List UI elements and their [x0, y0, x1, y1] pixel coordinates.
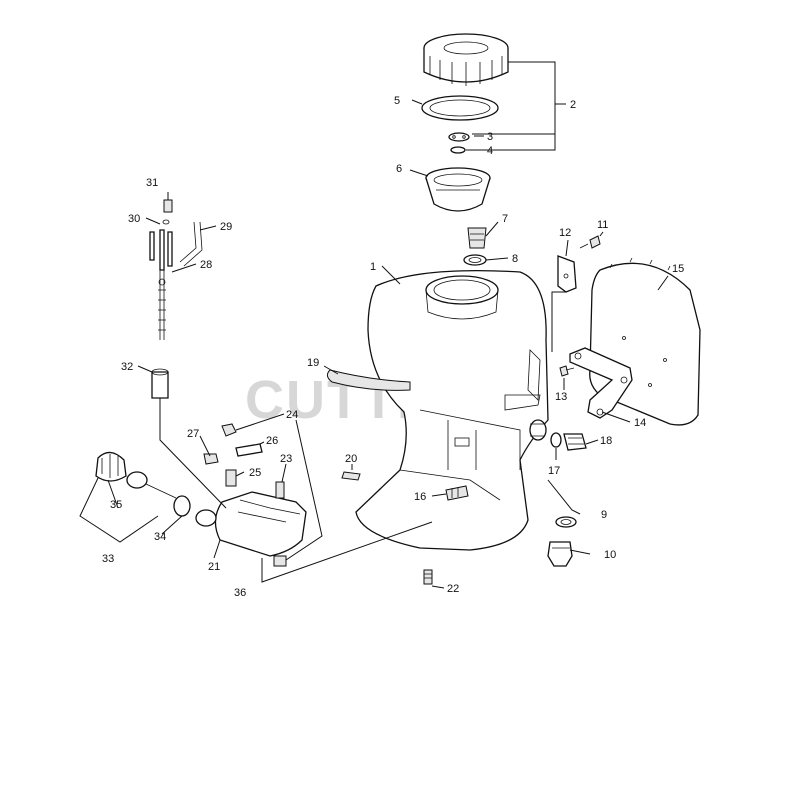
weight-32: [151, 368, 169, 399]
strainer-basket: [425, 167, 491, 212]
cap-gasket: [126, 471, 148, 489]
part-label-28: 28: [200, 259, 212, 271]
part-label-26: 26: [266, 435, 278, 447]
part-label-4: 4: [487, 145, 493, 157]
part-label-22: 22: [447, 583, 459, 595]
bracket-26: [235, 443, 263, 457]
part-label-33: 33: [102, 553, 114, 565]
part-label-23: 23: [280, 453, 292, 465]
part-label-2: 2: [570, 99, 576, 111]
filter: [467, 227, 487, 249]
bolt-27: [203, 453, 219, 465]
hose-assembly: [149, 199, 203, 340]
part-label-27: 27: [187, 428, 199, 440]
part-label-12: 12: [559, 227, 571, 239]
clip: [557, 255, 577, 293]
part-label-25: 25: [249, 467, 261, 479]
part-label-10: 10: [604, 549, 616, 561]
part-label-20: 20: [345, 453, 357, 465]
lid-washer: [450, 146, 466, 154]
plate-bracket: [569, 347, 633, 419]
part-labels: 1 2 3 4 5 6 7 8 9 10 11 12 13 14 15 16 1…: [102, 95, 684, 599]
part-label-1: 1: [370, 261, 376, 273]
outlet-fitting: [529, 419, 547, 441]
part-label-9: 9: [601, 509, 607, 521]
lid-gasket: [421, 95, 499, 121]
part-label-5: 5: [394, 95, 400, 107]
filter-ring: [463, 254, 487, 266]
lid-valve: [448, 132, 470, 142]
fuel-tank: [195, 491, 307, 557]
leader-lines: [79, 61, 669, 589]
bolt-22: [423, 569, 433, 585]
part-label-16: 16: [414, 491, 426, 503]
pad-20: [341, 471, 361, 481]
drain-valve-10: [547, 541, 573, 567]
part-label-18: 18: [600, 435, 612, 447]
part-label-21: 21: [208, 561, 220, 573]
screw-13: [559, 365, 575, 377]
bolt-16: [445, 485, 469, 501]
fuel-cap: [95, 451, 127, 482]
part-label-17: 17: [548, 465, 560, 477]
part-label-7: 7: [502, 213, 508, 225]
fitting-23: [275, 481, 285, 499]
part-label-11: 11: [597, 219, 608, 231]
part-label-13: 13: [555, 391, 567, 403]
o-ring-17: [550, 432, 562, 448]
drain-cap-18: [563, 433, 587, 451]
part-label-19: 19: [307, 357, 319, 369]
part-label-31: 31: [146, 177, 158, 189]
part-label-15: 15: [672, 263, 684, 275]
part-label-35: 35: [110, 499, 122, 511]
part-label-24: 24: [286, 409, 298, 421]
part-label-8: 8: [512, 253, 518, 265]
part-label-3: 3: [487, 131, 493, 143]
part-label-6: 6: [396, 163, 402, 175]
part-label-32: 32: [121, 361, 133, 373]
part-label-30: 30: [128, 213, 140, 225]
part-label-34: 34: [154, 531, 166, 543]
fuel-filter: [145, 483, 191, 517]
main-tank: [355, 269, 549, 551]
strap-19: [326, 369, 411, 391]
part-label-36: 36: [234, 587, 246, 599]
tank-lid: [423, 33, 509, 86]
washer-9: [555, 516, 577, 528]
nut-24a: [221, 423, 237, 437]
screw-11: [579, 235, 601, 249]
nut-24b: [273, 555, 287, 567]
fitting-25: [225, 469, 237, 487]
part-label-29: 29: [220, 221, 232, 233]
part-label-14: 14: [634, 417, 646, 429]
